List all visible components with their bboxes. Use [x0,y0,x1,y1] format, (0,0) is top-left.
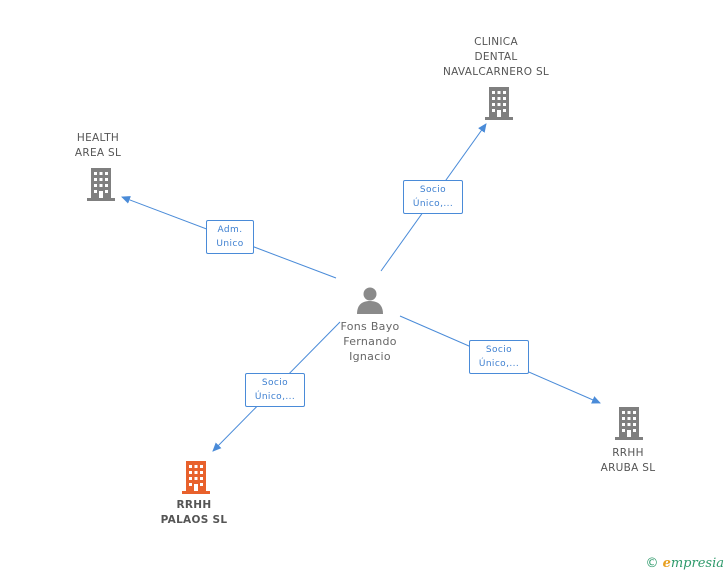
brand-name: mpresia [670,556,724,571]
empresia-logo: © empresia [645,556,724,571]
copyright-symbol: © [645,556,659,571]
person-name[interactable]: Fons Bayo Fernando Ignacio [340,320,400,363]
company-label-palaos[interactable]: RRHH PALAOS SL [160,499,228,526]
person-icon[interactable] [355,285,385,315]
company-label-clinica[interactable]: CLINICA DENTAL NAVALCARNERO SL [442,36,550,78]
relation-label-health: Adm. Unico [206,220,254,254]
relation-label-palaos: Socio Único,... [245,373,305,407]
brand-e: e [662,556,671,571]
company-label-aruba[interactable]: RRHH ARUBA SL [600,447,656,474]
building-icon[interactable] [613,405,645,441]
building-icon[interactable] [180,459,212,495]
relation-label-clinica: Socio Único,... [403,180,463,214]
building-icon[interactable] [85,166,117,202]
relation-label-aruba: Socio Único,... [469,340,529,374]
company-label-health[interactable]: HEALTH AREA SL [74,132,122,159]
building-icon[interactable] [483,85,515,121]
